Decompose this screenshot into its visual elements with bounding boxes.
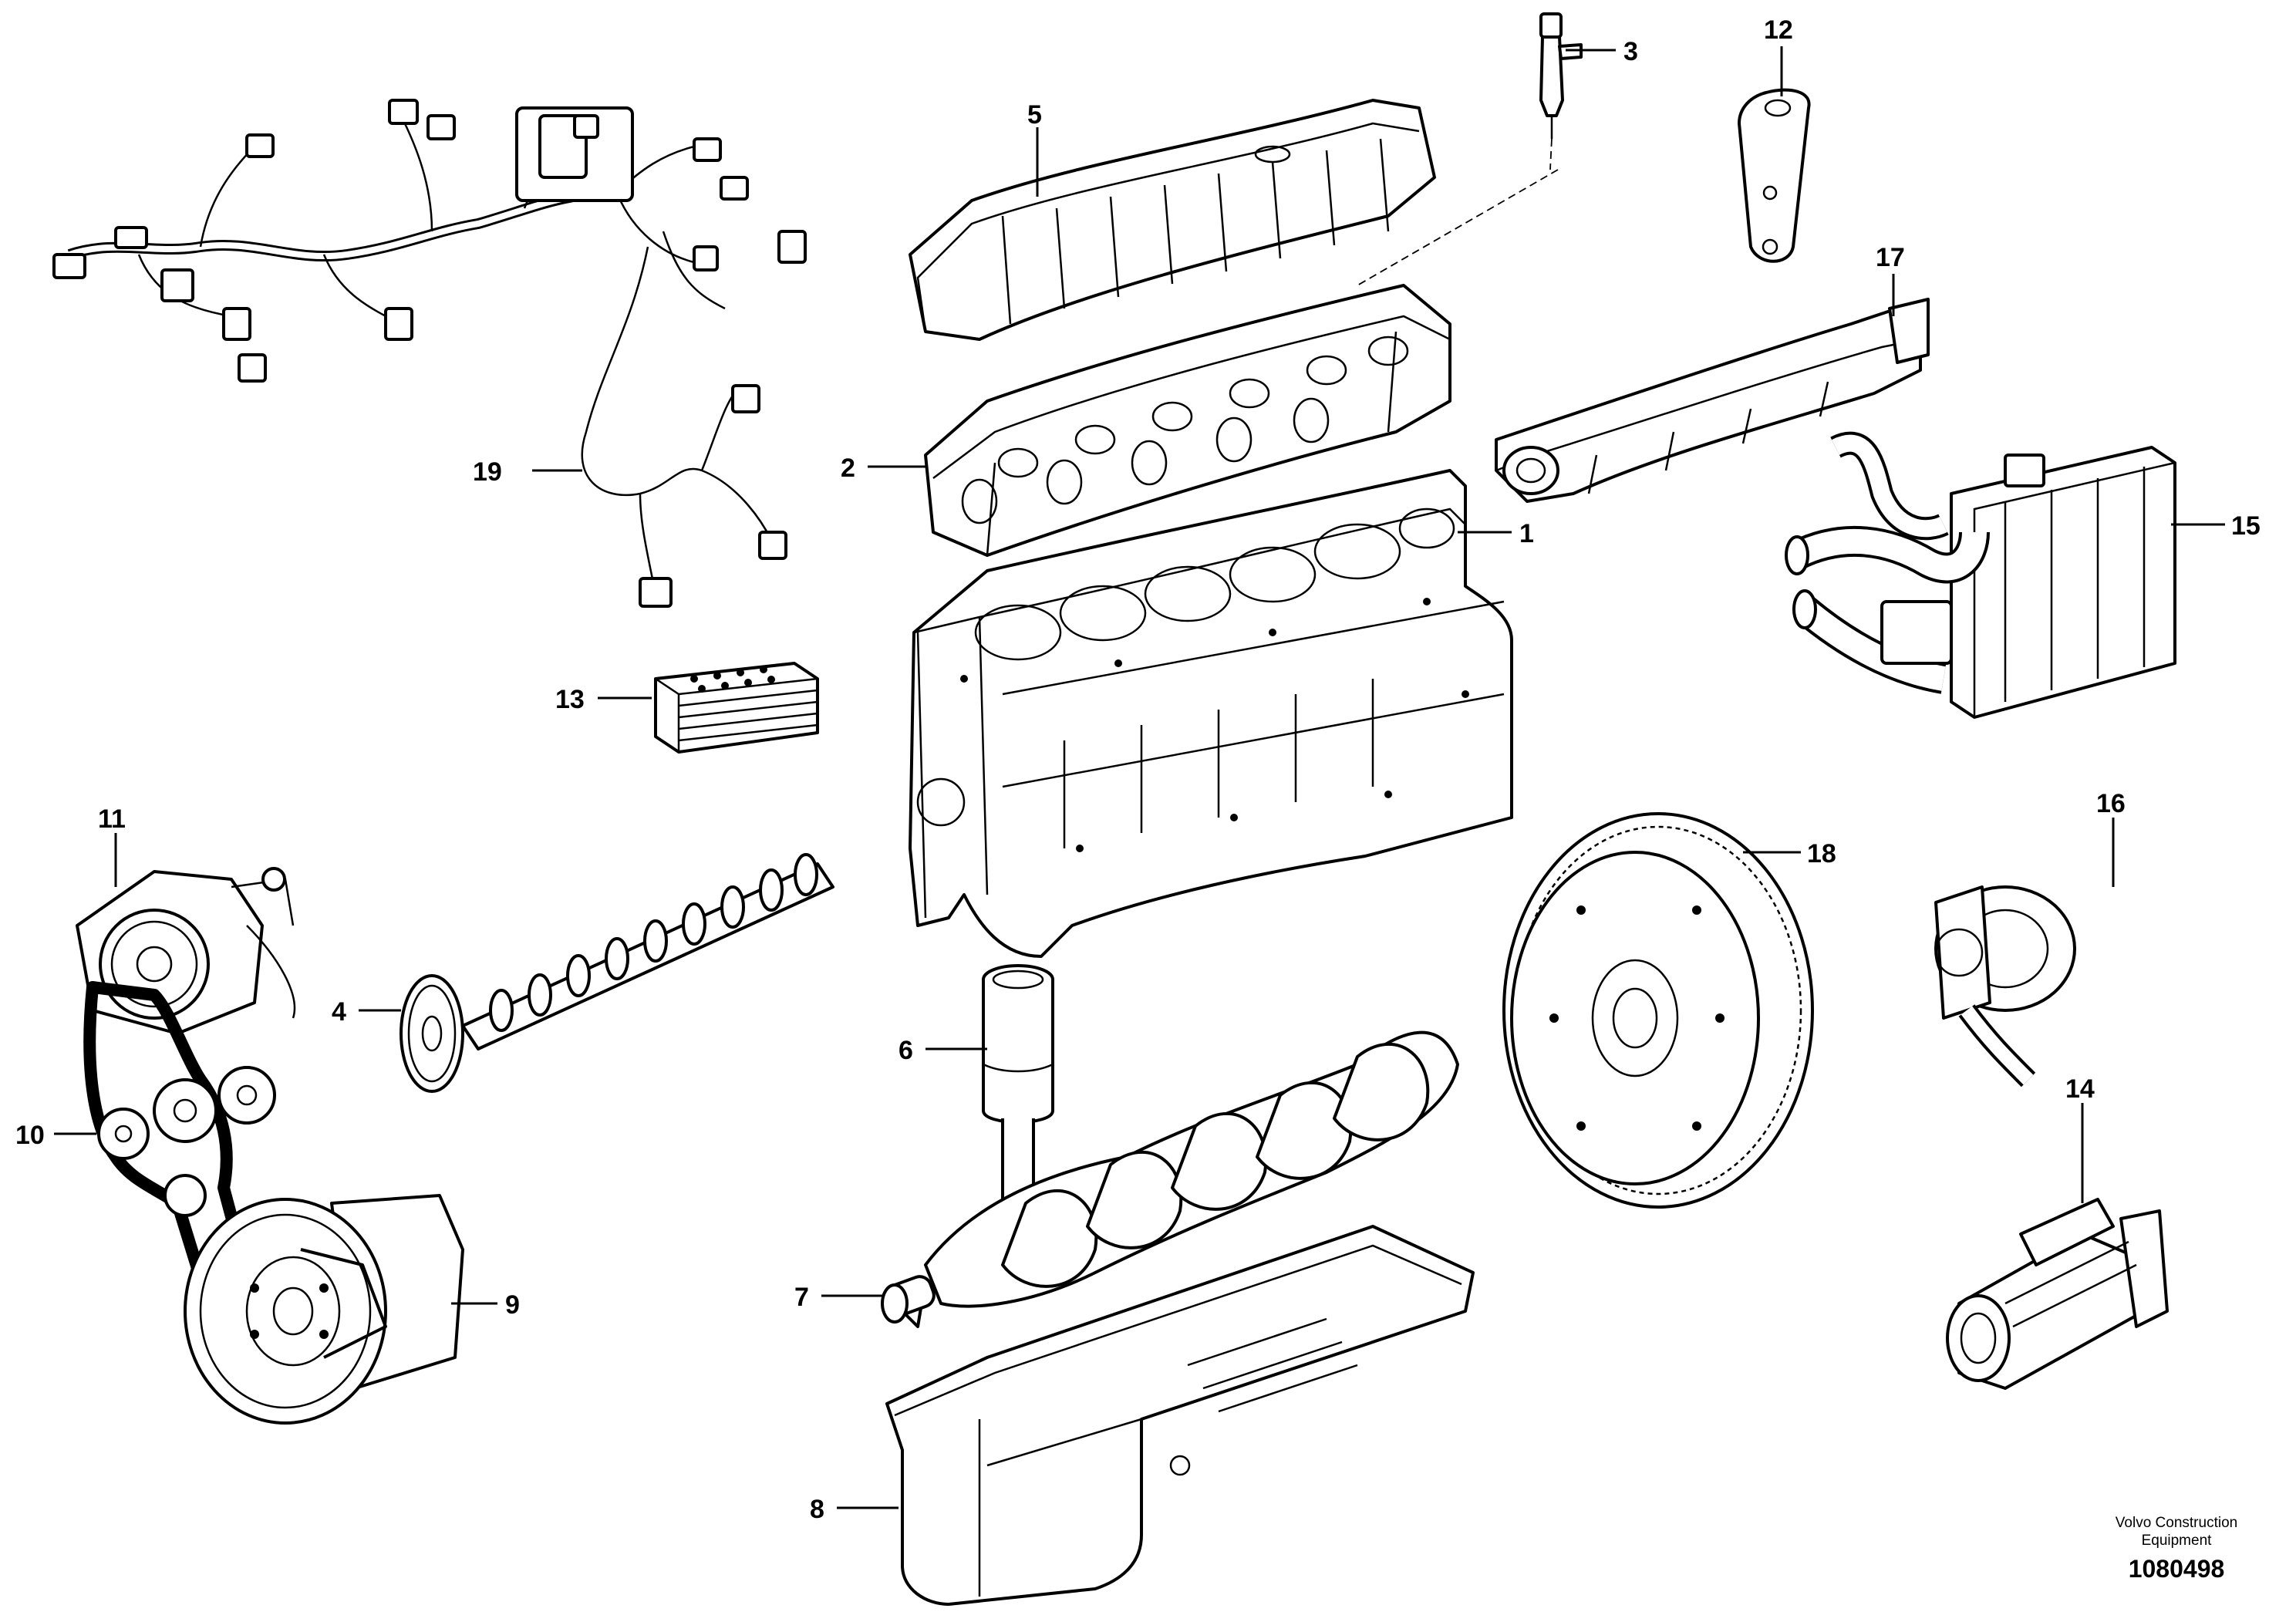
label-10: 10 xyxy=(15,1121,45,1150)
label-17: 17 xyxy=(1876,243,1905,272)
label-2: 2 xyxy=(841,454,855,483)
part-wiring-harness xyxy=(52,99,807,608)
label-14: 14 xyxy=(2065,1074,2095,1104)
part-intake-assembly xyxy=(1785,431,2176,719)
part-turbocharger xyxy=(1934,885,2076,1088)
part-crank-pulley xyxy=(184,1194,464,1425)
label-11: 11 xyxy=(98,804,126,834)
part-injector xyxy=(1357,12,1583,286)
credit-line-2: Equipment xyxy=(2142,1533,2213,1549)
part-lifting-bracket xyxy=(1738,88,1811,263)
label-4: 4 xyxy=(332,997,346,1027)
label-1: 1 xyxy=(1519,519,1534,548)
part-cylinder-head xyxy=(924,284,1451,557)
leader-lines xyxy=(54,46,2225,1509)
label-18: 18 xyxy=(1807,839,1836,868)
part-alternator xyxy=(76,867,296,1035)
part-exhaust-manifold xyxy=(1495,298,1930,503)
label-15: 15 xyxy=(2231,511,2261,541)
part-flywheel xyxy=(1502,812,1814,1209)
part-starter-motor xyxy=(1946,1198,2169,1390)
label-5: 5 xyxy=(1027,100,1042,130)
part-cylinder-liner xyxy=(982,964,1054,1205)
part-crankshaft xyxy=(881,1030,1459,1328)
part-camshaft xyxy=(400,853,834,1093)
label-19: 19 xyxy=(473,457,502,487)
part-valve-cover xyxy=(909,99,1436,341)
callout-labels: 1 2 3 4 5 6 7 8 9 10 11 12 13 14 15 16 1… xyxy=(15,15,2261,1524)
label-9: 9 xyxy=(505,1290,520,1320)
footer: Volvo Construction Equipment 1080498 xyxy=(2116,1515,2237,1583)
label-16: 16 xyxy=(2096,789,2126,818)
label-8: 8 xyxy=(810,1495,824,1524)
label-12: 12 xyxy=(1764,15,1793,45)
part-oil-cooler xyxy=(654,662,819,754)
illustration-number: 1080498 xyxy=(2129,1555,2225,1583)
part-engine-block xyxy=(909,469,1513,958)
label-6: 6 xyxy=(899,1036,913,1065)
label-13: 13 xyxy=(555,685,585,714)
label-7: 7 xyxy=(794,1283,809,1312)
label-3: 3 xyxy=(1623,37,1638,66)
credit-line-1: Volvo Construction xyxy=(2116,1515,2237,1531)
part-oil-pan xyxy=(885,1225,1475,1606)
